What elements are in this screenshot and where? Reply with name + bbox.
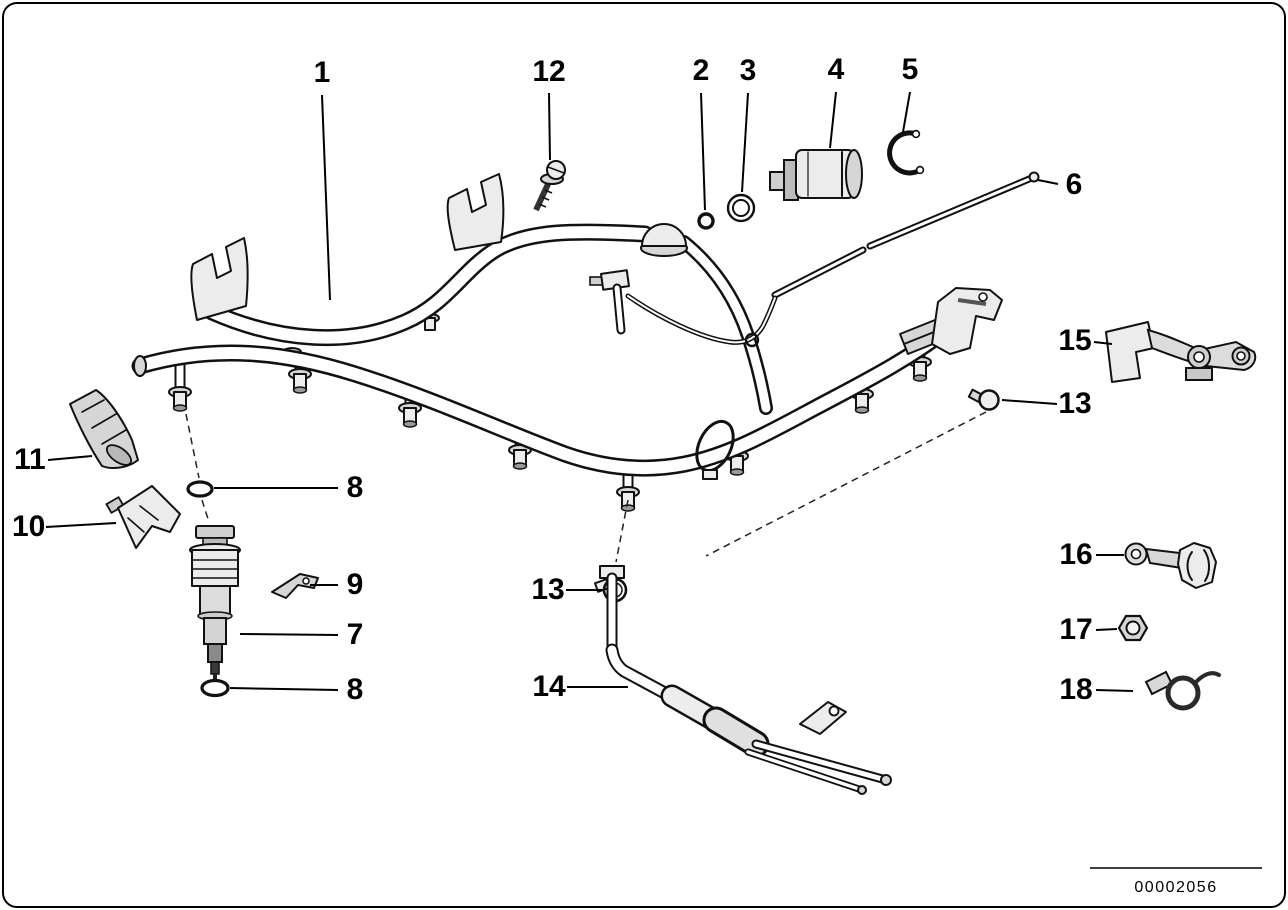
rail-t-fitting [589,269,630,335]
fuel-rail-upper-tube-inner [206,225,651,344]
leader-line-11 [47,455,93,461]
callout-15[interactable]: 15 [1058,324,1091,357]
leader-line-8-lower [229,687,339,691]
callout-18[interactable]: 18 [1059,673,1092,706]
callout-13-right[interactable]: 13 [1058,387,1091,420]
leader-line-18 [1095,689,1134,692]
callout-11[interactable]: 11 [14,443,46,476]
callout-2[interactable]: 2 [693,54,710,87]
crossover-tube [677,235,773,415]
holder-bracket-16 [1124,542,1217,589]
callout-6[interactable]: 6 [1066,168,1083,201]
leader-line-2 [700,92,706,211]
leader-line-6 [1037,179,1059,185]
fuel-injector [189,525,241,680]
diagram-footer: 00002056 [1090,867,1262,896]
callout-5[interactable]: 5 [902,53,919,86]
callout-7[interactable]: 7 [347,618,364,651]
callout-4[interactable]: 4 [828,53,845,86]
leader-line-7 [239,633,339,636]
leader-line-5 [902,91,911,133]
rail-fork-bracket-left [190,237,249,321]
hose-clamp-right [967,388,1000,411]
o-ring-injector-lower [200,678,230,698]
callout-8-upper[interactable]: 8 [347,471,364,504]
o-ring-large [726,193,756,223]
pressure-regulator [769,149,863,201]
leader-line-10 [45,522,117,528]
connecting-hose [625,293,778,348]
retaining-clip [271,573,319,599]
pipe-assembly [599,565,892,795]
rail-clamp-ring [695,419,735,480]
hose-clamp-small [744,332,760,348]
callout-1[interactable]: 1 [314,56,331,89]
diagram-number: 00002056 [1134,879,1217,896]
injector-port [616,466,640,512]
reference-lines [185,411,987,563]
rail-end-bracket [931,287,1003,355]
leader-line-13-right [1001,399,1058,405]
rail-fork-bracket-mid [446,173,505,251]
callouts: 1 12 2 3 4 5 6 15 13 11 10 8 9 7 8 13 14 [12,53,1134,706]
injector-connector [105,485,181,549]
o-ring-small [697,212,715,230]
c-clip [887,129,925,176]
hex-nut [1117,614,1149,642]
pipe-bracket-tab [799,701,847,735]
leader-line-12 [548,92,551,161]
leader-line-1 [321,94,331,301]
leader-line-15 [1093,341,1113,345]
fuel-rail-assembly [131,173,1003,512]
callout-10[interactable]: 10 [12,510,45,543]
fuel-pipe [771,171,1040,299]
crossover-tube-inner [679,237,771,413]
leader-line-3 [741,92,749,193]
fuel-rail-lower-tube-inner [134,320,958,475]
screw [533,160,566,212]
rubber-boot [69,389,139,469]
rail-dome-fitting [640,223,688,257]
rail-end-cap [133,355,147,377]
callout-9[interactable]: 9 [347,568,364,601]
callout-12[interactable]: 12 [532,55,565,88]
o-ring-injector-upper [186,480,214,498]
leader-line-17 [1095,628,1118,631]
callout-17[interactable]: 17 [1059,613,1092,646]
callout-3[interactable]: 3 [740,54,757,87]
callout-16[interactable]: 16 [1059,538,1092,571]
leader-line-4 [829,91,837,149]
callout-13-mid[interactable]: 13 [531,573,564,606]
holder-bracket-15 [1105,321,1257,383]
callout-8-lower[interactable]: 8 [347,673,364,706]
p-clamp [1144,670,1221,711]
callout-14[interactable]: 14 [532,670,566,703]
